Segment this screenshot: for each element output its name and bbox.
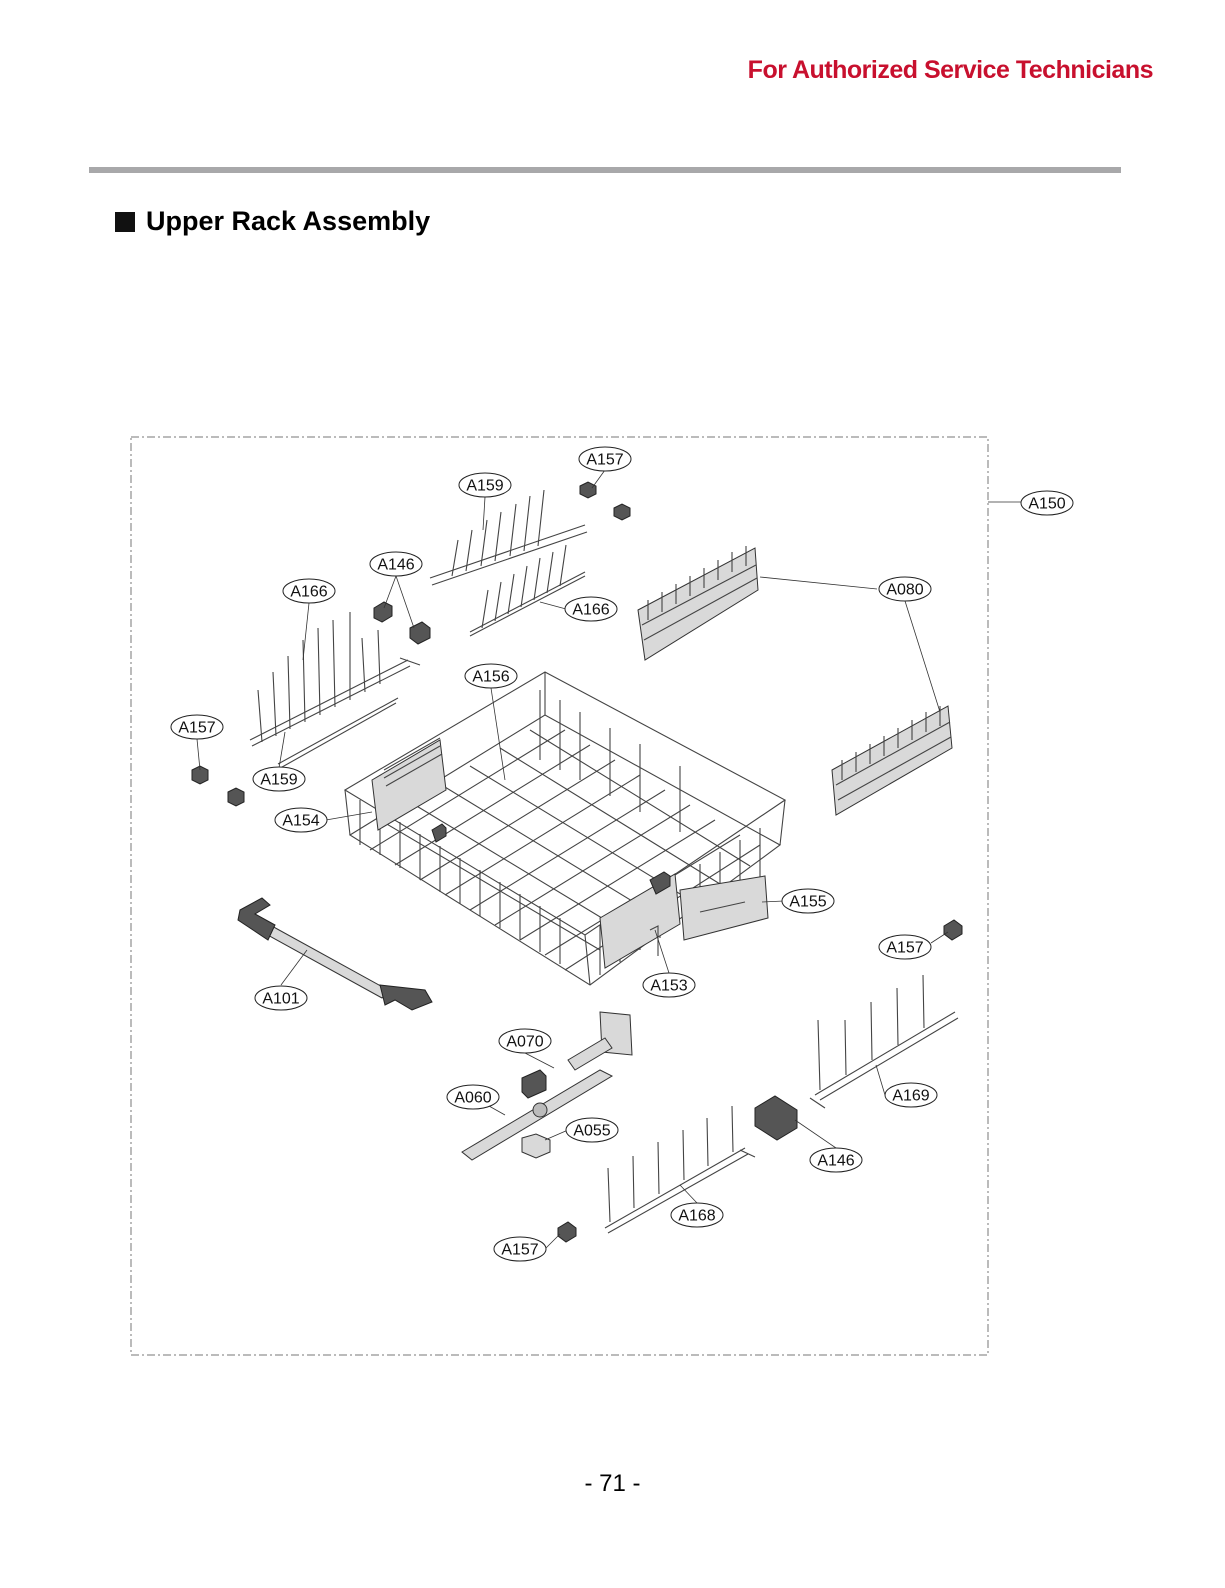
tine-row-a169 [809, 974, 959, 1109]
callout-a153: A153 [642, 972, 696, 998]
tine-row-a166-mid [469, 544, 586, 637]
tine-row-a166-left [249, 612, 421, 772]
header-divider [89, 167, 1121, 173]
callout-a070: A070 [498, 1028, 552, 1054]
callout-label: A157 [178, 720, 215, 737]
callout-a166-left: A166 [282, 578, 336, 604]
callout-label: A055 [573, 1123, 610, 1140]
callout-a150: A150 [1020, 490, 1074, 516]
rack-adjuster-a155 [599, 871, 769, 969]
section-title-text: Upper Rack Assembly [146, 206, 431, 236]
rack-rail-a101 [237, 897, 433, 1011]
black-square-icon [115, 211, 135, 232]
callout-a157-left: A157 [170, 714, 224, 740]
callout-a080: A080 [878, 576, 932, 602]
callout-label: A157 [886, 940, 923, 957]
rack-adjuster-a154 [371, 737, 447, 843]
clip-a157-bottom [557, 1221, 577, 1243]
callout-a159-left: A159 [252, 766, 306, 792]
callout-label: A150 [1028, 496, 1065, 513]
leader-lines [196, 469, 1022, 1250]
callout-label: A070 [506, 1034, 543, 1051]
callout-label: A159 [466, 478, 503, 495]
clip-a157-right [943, 919, 963, 941]
page-number: - 71 - [584, 1470, 641, 1497]
callout-label: A157 [501, 1242, 538, 1259]
spray-arm-assembly [461, 1011, 633, 1161]
callout-a156: A156 [464, 663, 518, 689]
callout-a166-mid: A166 [564, 596, 618, 622]
callout-label: A153 [650, 978, 687, 995]
callout-label: A154 [282, 813, 319, 830]
callout-label: A157 [586, 452, 623, 469]
callout-label: A168 [678, 1208, 715, 1225]
tine-row-a168 [604, 1105, 756, 1234]
callout-label: A166 [290, 584, 327, 601]
callout-a146-top: A146 [369, 551, 423, 577]
cup-shelf-a080-bottom [831, 705, 953, 816]
diagram-frame [130, 436, 989, 1356]
callout-a146-bottom: A146 [809, 1147, 863, 1173]
section-title: Upper Rack Assembly [115, 206, 430, 237]
callout-a060: A060 [446, 1084, 500, 1110]
callout-label: A166 [572, 602, 609, 619]
callout-a155: A155 [781, 888, 835, 914]
callout-a168: A168 [670, 1202, 724, 1228]
clip-a146-top [373, 601, 431, 645]
callout-a157-bottom: A157 [493, 1236, 547, 1262]
callout-label: A155 [789, 894, 826, 911]
header-note: For Authorized Service Technicians [747, 56, 1154, 84]
clip-a157-top [579, 481, 631, 521]
callout-a055: A055 [565, 1117, 619, 1143]
cup-shelf-a080-top [637, 546, 759, 661]
callout-label: A169 [892, 1088, 929, 1105]
tine-row-a159-top [429, 489, 588, 586]
callout-a157-top: A157 [578, 446, 632, 472]
callout-label: A060 [454, 1090, 491, 1107]
callout-label: A080 [886, 582, 923, 599]
callout-label: A159 [260, 772, 297, 789]
clip-a157-left [191, 765, 245, 807]
clip-a146-bottom [754, 1095, 798, 1141]
callout-a169: A169 [884, 1082, 938, 1108]
callout-label: A146 [817, 1153, 854, 1170]
callout-label: A156 [472, 669, 509, 686]
upper-rack-basket-a150 [343, 671, 787, 986]
callout-a101: A101 [254, 985, 308, 1011]
callout-label: A101 [262, 991, 299, 1008]
callout-a154: A154 [274, 807, 328, 833]
callout-a159-top: A159 [458, 472, 512, 498]
callout-a157-right: A157 [878, 934, 932, 960]
callout-label: A146 [377, 557, 414, 574]
